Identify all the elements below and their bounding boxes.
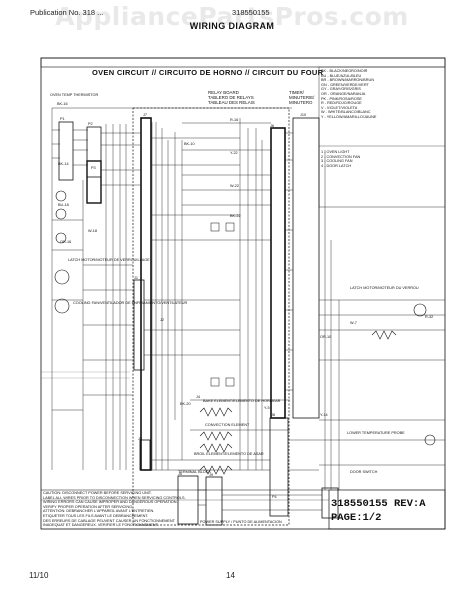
wire-tag: Y-14: [320, 413, 328, 417]
caution-notes: CAUTION: DISCONNECT POWER BEFORE SERVICI…: [43, 491, 327, 528]
connector-label: J3: [138, 437, 143, 441]
wire-tag: BK-10: [184, 142, 195, 146]
connector-label: J8: [271, 413, 276, 417]
timer-label-3: MINUTERO: [289, 100, 313, 105]
cooling-fan-label: COOLING FAN/VENTILADOR DE ENFRIAMIENTO/V…: [73, 301, 188, 305]
timer-label-2: MINUTERIE/: [289, 95, 315, 100]
wire-tag: BK-22: [230, 214, 241, 218]
connector-label: P3: [91, 166, 96, 170]
legend-note: 2 - CONVECTION FAN: [321, 154, 361, 159]
connector-label: J6: [270, 124, 275, 128]
bake-element-label: BAKE ELEMENT/ELEMENTO DE HORNEAR: [203, 399, 281, 403]
connector-label: J7: [143, 113, 148, 117]
connector-label: J4: [196, 395, 201, 399]
caution-line: WIRING ERRORS CAN CAUSE IMPROPER AND DAN…: [43, 500, 178, 505]
power-supply-label: POWER SUPPLY / PUNTO DE ALIMENTACION: [200, 520, 282, 524]
wire-tag: BK-20: [180, 402, 191, 406]
relay-board-label: RELAY BOARD: [208, 90, 239, 95]
legend-note: 1 - OVEN LIGHT: [321, 150, 350, 154]
connector-label: J1: [134, 276, 139, 280]
connector-label: P1: [60, 117, 65, 121]
broil-element-label: BROIL ELEMENT/ELEMENTO DE ASAR: [194, 452, 264, 456]
legend-item: PK - PINK/ROSA/ROSE: [321, 96, 362, 101]
temperature-probe-label: LOWER TEMPERATURE PROBE: [347, 431, 405, 435]
door-switch-label: DOOR SWITCH: [350, 470, 378, 474]
legend-item: R - RED/ROJO/ROUGE: [321, 101, 362, 106]
header-part-number: 318550155: [232, 8, 270, 17]
legend-item: V - VIOLET/VIOLETA: [321, 105, 358, 110]
header-publication: Publication No. 318 ...: [30, 8, 104, 17]
caution-line: CAUTION: DISCONNECT POWER BEFORE SERVICI…: [43, 491, 152, 495]
wire-tag: OR-10: [320, 335, 332, 339]
caution-line: VERIFY PROPER OPERATION AFTER SERVICING.: [43, 504, 134, 509]
footer-date: 11/10: [29, 571, 49, 580]
thermistor-label: OVEN TEMP THERMISTOR: [50, 93, 99, 97]
connector-label: J2: [160, 318, 165, 322]
connector-label: P4: [272, 495, 277, 499]
latch-motor-label: LATCH MOTOR/MOTEUR DE VERROUILLAGE: [68, 258, 150, 262]
footer-page-number: 14: [226, 571, 235, 580]
legend-item: BU - BLUE/AZUL/BLEU: [321, 73, 362, 78]
legend-item: Y - YELLOW/AMARILLO/JAUNE: [321, 114, 377, 119]
legend-item: BR - BROWN/MARRON/BRUN: [321, 78, 374, 83]
relay-board-label-fr: TABLEAU DES RELAIS: [208, 100, 255, 105]
relay-board-label-es: TABLERO DE RELAYS: [208, 95, 254, 100]
connector-label: P2: [88, 122, 93, 126]
wire-tag: R-32: [425, 315, 434, 319]
terminal-block-label: TERMINAL BLOCK: [178, 470, 211, 474]
wire-tag: W-18: [88, 229, 98, 233]
wire-tag: W-7: [350, 321, 357, 325]
color-legend: BK - BLACK/NEGRO/NOIR BU - BLUE/AZUL/BLE…: [321, 69, 376, 120]
convection-element-label: CONVECTION ELEMENT: [205, 423, 250, 427]
caution-line: ETIQUETER TOUS LES FILS AVANT LE DEBRANC…: [43, 513, 149, 518]
wire-tag: BK-14: [58, 162, 69, 166]
timer-label: TIMER/: [289, 90, 304, 95]
legend-item: GN - GREEN/VERDE/VERT: [321, 82, 369, 87]
wire-tag: W-22: [230, 184, 240, 188]
wire-tag: OR-16: [60, 240, 72, 244]
page-title: WIRING DIAGRAM: [189, 21, 275, 31]
connector-label: J5: [178, 472, 183, 476]
legend-item: GY - GRAY/GRIS/GRIS: [321, 87, 361, 92]
connector-label: J10: [300, 113, 307, 117]
legend-item: W - WHITE/BLANCO/BLANC: [321, 110, 371, 115]
legend-item: BK - BLACK/NEGRO/NOIR: [321, 69, 368, 73]
wire-tag: Y-22: [230, 151, 238, 155]
wire-tag: R-16: [230, 118, 239, 122]
legend-notes: 1 - OVEN LIGHT 2 - CONVECTION FAN 3 - CO…: [321, 150, 360, 168]
watermark-logo: AppliancePartsPros.com: [55, 2, 409, 31]
wire-tag: BU-18: [58, 203, 69, 207]
caution-line: LABEL ALL WIRES PRIOR TO DISCONNECTION W…: [43, 495, 186, 500]
legend-note: 4 - DOOR LATCH: [321, 163, 352, 168]
page-indicator: PAGE:1/2: [331, 512, 382, 524]
caution-line: INADEQUAT ET DANGEREUX. VERIFIER LE FONC…: [43, 523, 159, 528]
legend-note: 3 - COOLING FAN: [321, 159, 353, 164]
oven-circuit-heading: OVEN CIRCUIT // CIRCUITO DE HORNO // CIR…: [92, 68, 324, 77]
legend-item: OR - ORANGE/NARANJA: [321, 91, 366, 96]
revision-number: 318550155 REV:A: [331, 498, 426, 510]
wire-tag: BK-16: [57, 102, 68, 106]
wire-tag: Y-5: [264, 406, 270, 410]
connector-label: J9: [209, 473, 214, 477]
latch-motor-right-label: LATCH MOTOR/MOTEUR DU VERROU: [350, 286, 419, 290]
caution-line: DES ERREURS DE CABLAGE PEUVENT CAUSER UN…: [43, 518, 175, 523]
caution-line: ATTENTION: DEBRANCHER L'APPAREIL AVANT L…: [43, 509, 155, 514]
